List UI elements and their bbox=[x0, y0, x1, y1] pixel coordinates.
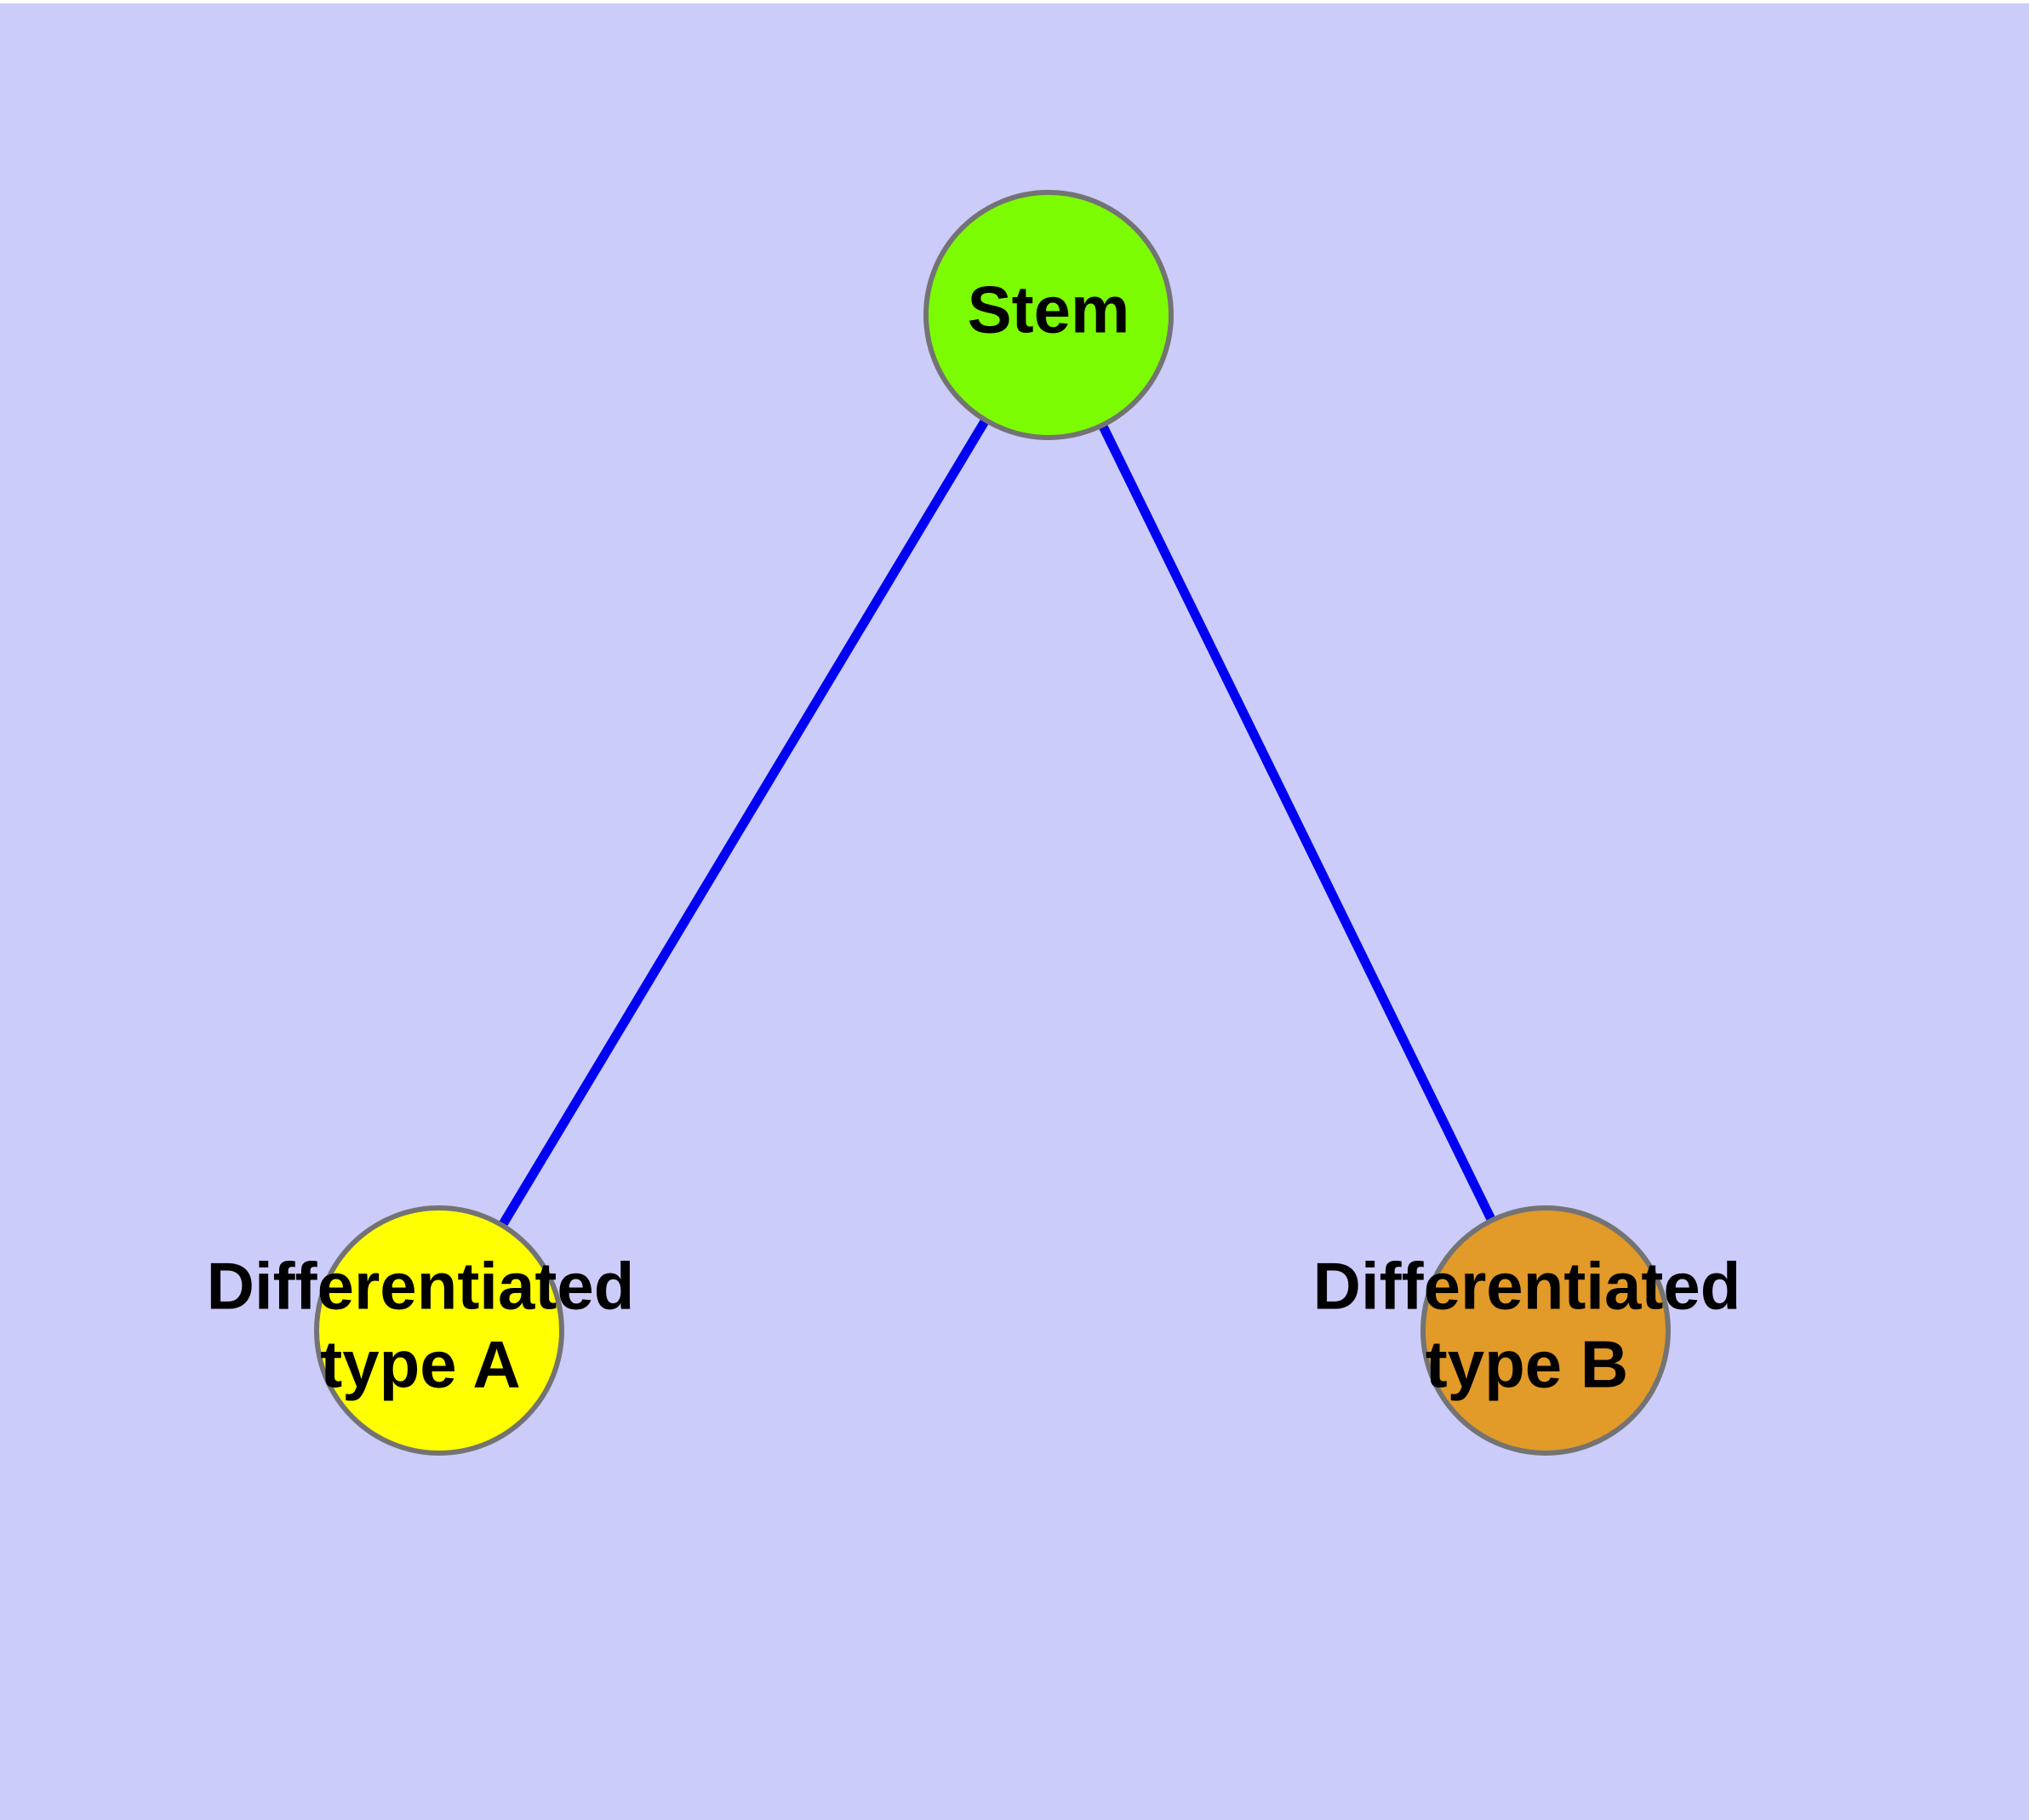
graph-edge-stem-to-a[interactable] bbox=[435, 312, 1053, 1333]
node-circle-diff_a[interactable] bbox=[314, 1205, 564, 1456]
node-circle-diff_b[interactable] bbox=[1420, 1205, 1671, 1456]
graph-edge-stem-to-b[interactable] bbox=[1044, 312, 1550, 1333]
node-label-diff_a-line-0: Differentiated bbox=[207, 1249, 635, 1324]
node-label-stem-line-0: Stem bbox=[968, 272, 1130, 347]
edge-layer bbox=[435, 312, 1550, 1333]
node-circle-stem[interactable] bbox=[923, 190, 1174, 440]
node-label-diff_a-line-1: type A bbox=[320, 1327, 521, 1402]
graph-node-stem[interactable]: Stem bbox=[923, 190, 1174, 440]
node-label-diff_b-line-0: Differentiated bbox=[1313, 1249, 1741, 1324]
node-label-diff_b-line-1: type B bbox=[1426, 1327, 1628, 1402]
